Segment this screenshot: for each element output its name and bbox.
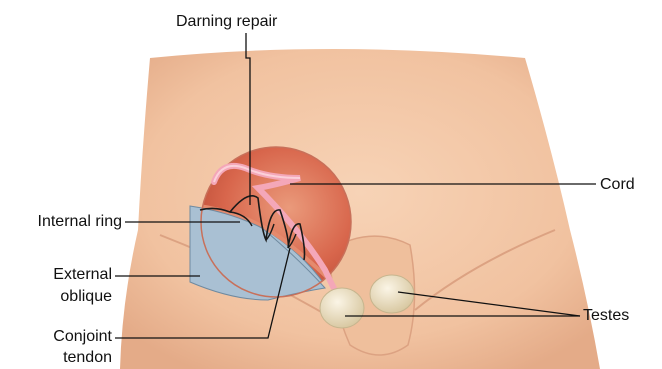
label-darning-repair: Darning repair — [176, 13, 277, 31]
label-internal-ring: Internal ring — [10, 213, 122, 231]
label-conjoint-tendon-line1: Conjoint — [10, 328, 112, 346]
label-external-oblique-line1: External — [10, 266, 112, 284]
right-testis — [370, 275, 414, 313]
left-testis — [320, 288, 364, 328]
label-conjoint-tendon-line2: tendon — [10, 349, 112, 367]
label-external-oblique-line2: oblique — [10, 288, 112, 306]
label-testes: Testes — [583, 307, 629, 325]
label-cord: Cord — [600, 176, 635, 194]
